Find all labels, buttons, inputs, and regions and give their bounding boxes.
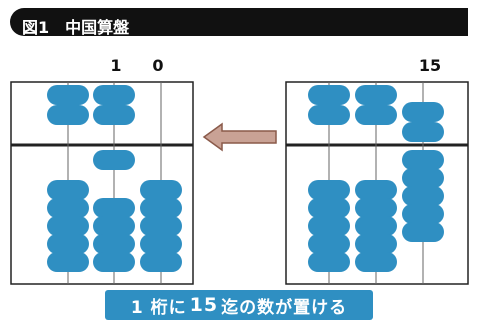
caption-prefix: 1 桁に: [130, 297, 187, 318]
abacus-bead: [140, 216, 182, 236]
abacus-bead: [140, 234, 182, 254]
abacus-bead: [402, 222, 444, 242]
abacus-bead: [47, 85, 89, 105]
abacus-bead: [47, 252, 89, 272]
abacus-bead: [308, 105, 350, 125]
abacus-bead: [402, 122, 444, 142]
left-column-label-1: 1: [110, 56, 122, 75]
abacus-bead: [93, 105, 135, 125]
left-column-label-2: 0: [152, 56, 164, 75]
abacus-bead: [47, 234, 89, 254]
abacus-bead: [93, 216, 135, 236]
abacus-bead: [308, 85, 350, 105]
abacus-bead: [308, 252, 350, 272]
caption-suffix: 迄の数が置ける: [221, 297, 348, 318]
abacus-bead: [140, 180, 182, 200]
abacus-bead: [355, 234, 397, 254]
abacus-bead: [308, 198, 350, 218]
abacus-bead: [355, 216, 397, 236]
abacus-bead: [47, 198, 89, 218]
abacus-bead: [93, 252, 135, 272]
abacus-bead: [93, 85, 135, 105]
abacus-bead: [355, 85, 397, 105]
abacus-bead: [402, 168, 444, 188]
abacus-bead: [93, 198, 135, 218]
abacus-bead: [308, 234, 350, 254]
caption-number: 15: [189, 294, 219, 316]
abacus-bead: [402, 150, 444, 170]
abacus-beads: [47, 85, 444, 272]
abacus-bead: [402, 102, 444, 122]
transition-arrow: [202, 122, 277, 152]
abacus-bead: [308, 216, 350, 236]
title-bar: [10, 8, 468, 36]
abacus-bead: [355, 180, 397, 200]
abacus-bead: [140, 198, 182, 218]
abacus-bead: [140, 252, 182, 272]
abacus-bead: [402, 204, 444, 224]
abacus-bead: [355, 198, 397, 218]
abacus-bead: [47, 105, 89, 125]
abacus-bead: [47, 216, 89, 236]
abacus-bead: [355, 105, 397, 125]
caption-banner: 1 桁に 15 迄の数が置ける: [105, 290, 373, 320]
abacus-bead: [308, 180, 350, 200]
right-column-label: 15: [418, 56, 442, 75]
abacus-bead: [402, 186, 444, 206]
figure-title: 図1 中国算盤: [22, 18, 130, 37]
abacus-bead: [47, 180, 89, 200]
abacus-bead: [93, 234, 135, 254]
abacus-bead: [93, 150, 135, 170]
abacus-bead: [355, 252, 397, 272]
